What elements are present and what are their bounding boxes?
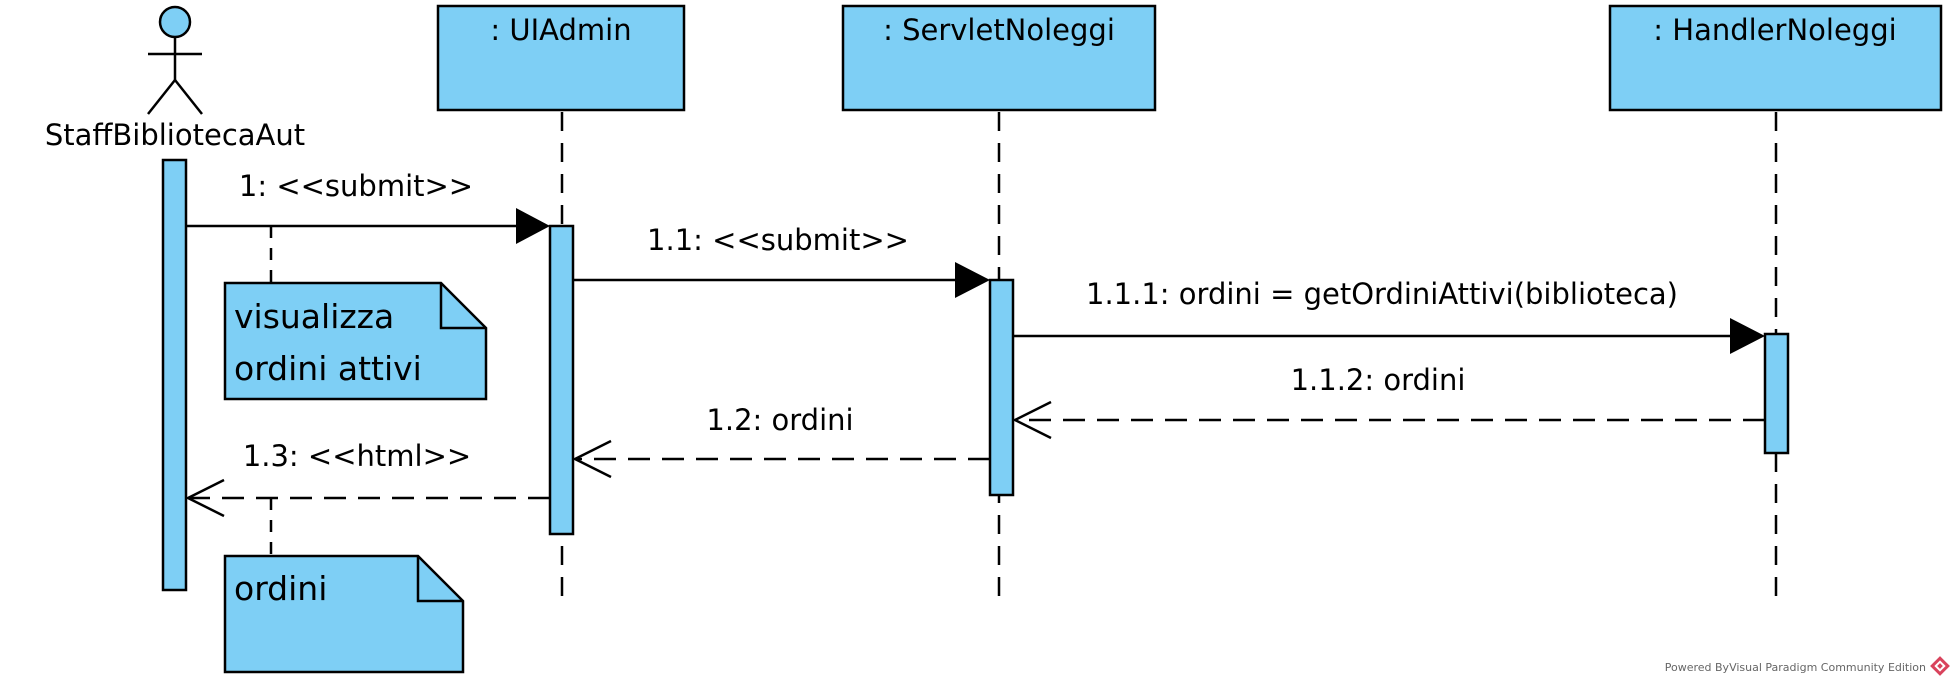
lifeline-head-handlernoleggi	[1608, 4, 1943, 112]
open-arrowhead	[1012, 400, 1052, 440]
message-1-3-html: 1.3: <<html>>	[185, 439, 550, 518]
note-fold	[416, 556, 463, 603]
message-label: 1: <<submit>>	[239, 169, 473, 203]
message-1-1-1-getordiniattivi: 1.1.1: ordini = getOrdiniAttivi(bibliote…	[1013, 277, 1765, 354]
visual-paradigm-logo-icon	[1930, 656, 1950, 676]
message-label: 1.3: <<html>>	[243, 439, 471, 473]
lifeline-label-servletnoleggi: : ServletNoleggi	[883, 13, 1115, 47]
open-arrowhead	[572, 439, 612, 479]
open-arrowhead	[185, 478, 225, 518]
activation-handlernoleggi	[1763, 332, 1790, 455]
message-label: 1.1: <<submit>>	[647, 223, 909, 257]
actor-label: StaffBibliotecaAut	[45, 118, 305, 152]
filled-arrowhead	[1730, 318, 1765, 354]
message-1-1-2-return: 1.1.2: ordini	[1012, 363, 1765, 440]
message-1-1-submit: 1.1: <<submit>>	[573, 223, 990, 298]
footer-watermark: Powered ByVisual Paradigm Community Edit…	[1665, 656, 1950, 676]
note-line-1: ordini	[234, 569, 327, 608]
note-shape	[223, 281, 488, 401]
message-1-submit: 1: <<submit>>	[186, 169, 550, 244]
note-fold	[439, 283, 486, 330]
lifeline-head-servletnoleggi	[841, 4, 1157, 112]
message-label: 1.1.1: ordini = getOrdiniAttivi(bibliote…	[1086, 277, 1678, 311]
lifeline-head-uiadmin	[436, 4, 686, 112]
lifeline-label-handlernoleggi: : HandlerNoleggi	[1653, 13, 1896, 47]
actor-staff: StaffBibliotecaAut	[45, 5, 305, 152]
message-label: 1.1.2: ordini	[1291, 363, 1466, 397]
message-1-2-return: 1.2: ordini	[572, 403, 990, 479]
actor-left-leg	[147, 79, 176, 115]
note-shape	[223, 554, 465, 674]
lifeline-label-uiadmin: : UIAdmin	[490, 13, 631, 47]
activation-actor	[161, 158, 188, 592]
note-ordini: ordini	[223, 554, 465, 674]
lifeline-handlernoleggi: : HandlerNoleggi	[1608, 4, 1943, 596]
lifeline-servletnoleggi: : ServletNoleggi	[841, 4, 1157, 596]
note-visualizza-ordini: visualizza ordini attivi	[223, 281, 488, 401]
actor-head	[158, 5, 192, 39]
actor-right-leg	[174, 79, 203, 115]
footer-text: Powered ByVisual Paradigm Community Edit…	[1665, 661, 1926, 674]
note-line-1: visualizza	[234, 297, 394, 336]
activation-uiadmin	[548, 224, 575, 536]
note-line-2: ordini attivi	[234, 349, 422, 388]
message-label: 1.2: ordini	[706, 403, 853, 437]
filled-arrowhead	[516, 208, 550, 244]
activation-servletnoleggi	[988, 278, 1015, 497]
filled-arrowhead	[955, 262, 990, 298]
